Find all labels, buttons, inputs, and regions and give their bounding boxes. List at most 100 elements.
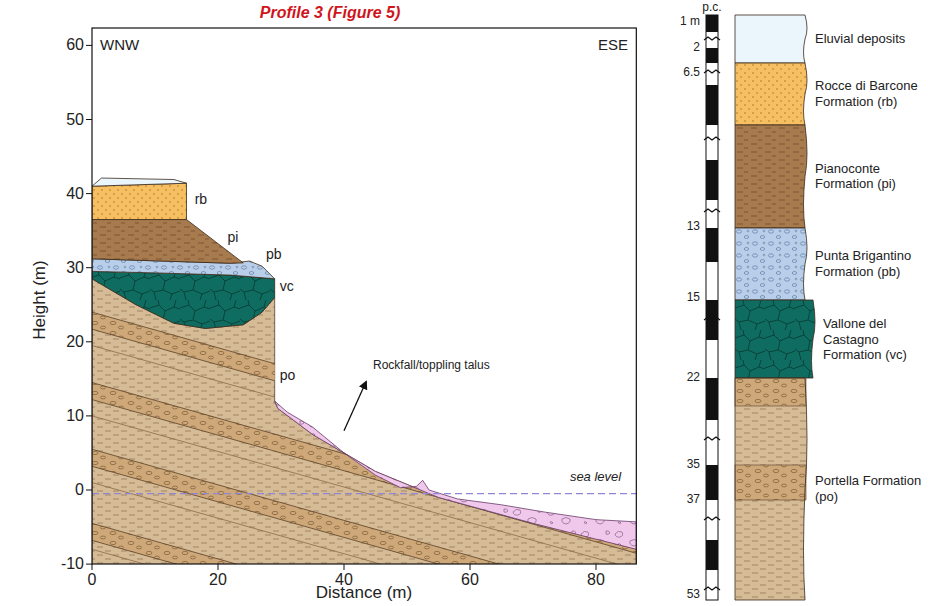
- vallone-lens: [92, 271, 275, 328]
- depth-label: 13: [687, 220, 700, 234]
- unit-fill: [735, 300, 815, 378]
- pc-break: [704, 317, 720, 320]
- callout-label: Rockfall/toppling talus: [373, 359, 490, 373]
- x-tick: [92, 564, 93, 570]
- depth-label: 6.5: [683, 66, 700, 80]
- unit-name: Portella Formation (po): [815, 473, 939, 504]
- x-tick: [470, 564, 471, 570]
- unit-swatch: [735, 300, 819, 378]
- unit-fill: [735, 228, 807, 300]
- eluvial-layer: [92, 178, 187, 186]
- y-tick: [86, 490, 92, 491]
- tick-label: 20: [66, 333, 84, 351]
- tick-label: 60: [66, 36, 84, 54]
- unit-code: rb: [195, 191, 207, 207]
- strat-unit: Punta Brigantino Formation (pb): [735, 228, 939, 300]
- direction-label: ESE: [598, 36, 628, 53]
- y-tick: [86, 564, 92, 565]
- y-tick: [86, 341, 92, 342]
- figure-title: Profile 3 (Figure 5): [260, 4, 400, 22]
- tick-label: 50: [66, 110, 84, 128]
- axis-title: Distance (m): [316, 583, 412, 603]
- pc-break: [704, 517, 720, 520]
- conglomerate-band: [735, 465, 806, 500]
- bedding-line: [92, 346, 636, 500]
- bedding-line: [92, 416, 636, 564]
- unit-outline: [735, 228, 807, 300]
- y-tick: [86, 267, 92, 268]
- axis-title: Height (m): [30, 260, 50, 339]
- x-tick: [344, 564, 345, 570]
- tick-label: 0: [88, 571, 97, 589]
- x-tick: [218, 564, 219, 570]
- depth-label: 2: [693, 41, 700, 55]
- strat-unit: Vallone del Castagno Formation (vc): [735, 300, 935, 378]
- pc-bar: [706, 15, 718, 600]
- direction-label: WNW: [100, 36, 139, 53]
- unit-outline: [735, 63, 807, 125]
- unit-code: pi: [227, 229, 238, 245]
- unit-fill: [735, 63, 807, 125]
- sea-level-line: [92, 493, 636, 494]
- tick-label: 20: [209, 571, 227, 589]
- unit-name: Eluvial deposits: [815, 31, 939, 47]
- pc-break: [704, 137, 720, 140]
- y-tick: [86, 415, 92, 416]
- tick-label: -10: [61, 555, 84, 573]
- tick-label: 60: [461, 571, 479, 589]
- pc-segment: [706, 48, 718, 63]
- unit-outline: [735, 15, 807, 63]
- pc-break: [704, 437, 720, 440]
- pc-break: [704, 37, 720, 40]
- unit-swatch: [735, 228, 811, 300]
- barcone-layer: [92, 183, 187, 219]
- pc-segment: [706, 228, 718, 262]
- unit-fill: [735, 378, 807, 600]
- pc-segment: [706, 15, 718, 32]
- unit-outline: [735, 378, 807, 600]
- unit-name: Rocce di Barcone Formation (rb): [815, 78, 939, 109]
- pc-segment: [706, 378, 718, 420]
- talus-body: [275, 401, 637, 549]
- tick-label: 80: [587, 571, 605, 589]
- depth-label: 15: [687, 291, 700, 305]
- pc-segment: [706, 160, 718, 200]
- y-tick: [86, 193, 92, 194]
- depth-label: 35: [687, 458, 700, 472]
- depth-label: 22: [687, 371, 700, 385]
- y-tick: [86, 119, 92, 120]
- conglomerate-band: [92, 523, 636, 564]
- tick-label: 40: [66, 184, 84, 202]
- pc-segment: [706, 540, 718, 570]
- unit-code: pb: [266, 246, 282, 262]
- strat-unit: Eluvial deposits: [735, 15, 939, 63]
- unit-swatch: [735, 125, 811, 228]
- unit-swatch: [735, 378, 811, 600]
- unit-fill: [735, 125, 807, 228]
- plot-frame: [92, 28, 636, 564]
- unit-name: Pianoconte Formation (pi): [815, 161, 939, 192]
- pc-break: [704, 587, 720, 590]
- unit-code: vc: [280, 278, 294, 294]
- unit-fill: [735, 15, 807, 63]
- depth-label: 53: [687, 588, 700, 602]
- tick-label: 30: [66, 258, 84, 276]
- tick-label: 40: [335, 571, 353, 589]
- tick-label: 0: [75, 481, 84, 499]
- pc-break: [704, 209, 720, 212]
- bedding-line: [92, 549, 636, 564]
- depth-label: 37: [687, 493, 700, 507]
- unit-swatch: [735, 15, 811, 63]
- depth-label: 1 m: [680, 15, 700, 29]
- y-tick: [86, 45, 92, 46]
- unit-swatch: [735, 63, 811, 125]
- x-tick: [596, 564, 597, 570]
- unit-code: po: [280, 367, 296, 383]
- column-heading: p.c.: [702, 1, 721, 15]
- tick-label: 10: [66, 407, 84, 425]
- unit-outline: [735, 125, 807, 228]
- unit-outline: [735, 300, 815, 378]
- pc-break: [704, 70, 720, 73]
- strat-unit: Rocce di Barcone Formation (rb): [735, 63, 939, 125]
- unit-name: Vallone del Castagno Formation (vc): [823, 316, 935, 363]
